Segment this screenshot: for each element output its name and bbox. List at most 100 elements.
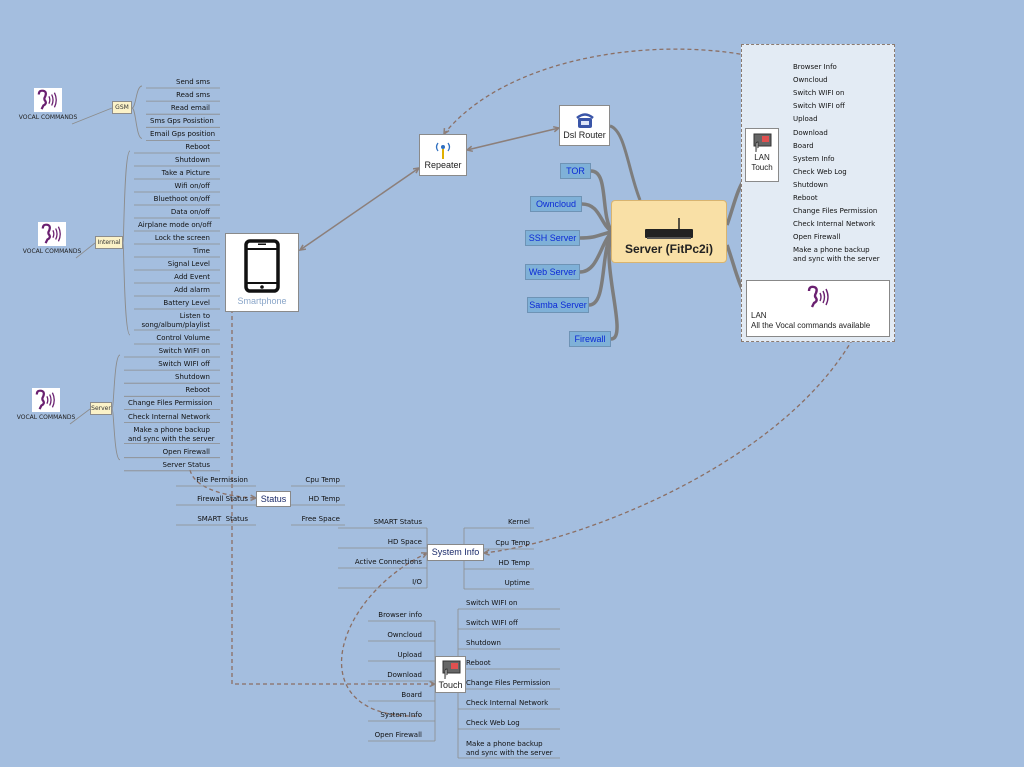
command-item[interactable]: Signal Level xyxy=(167,260,210,268)
lan-touch-item[interactable]: Switch WIFI on xyxy=(793,89,845,98)
lan-voice-node[interactable]: LAN All the Vocal commands available xyxy=(746,280,890,337)
command-item[interactable]: Battery Level xyxy=(163,299,210,307)
touch-node[interactable]: Touch xyxy=(435,656,466,693)
command-item[interactable]: Sms Gps Posistion xyxy=(150,117,214,126)
command-item[interactable]: Add Event xyxy=(174,273,210,281)
touch-item[interactable]: Make a phone backup and sync with the se… xyxy=(466,740,553,757)
status-item[interactable]: Cpu Temp xyxy=(305,476,340,484)
voice-command-icon xyxy=(807,285,829,308)
touch-item[interactable]: Browser info xyxy=(378,611,422,619)
service-tor[interactable]: TOR xyxy=(560,163,591,179)
lan-touch-item[interactable]: Make a phone backup and sync with the se… xyxy=(793,246,880,264)
command-item[interactable]: Reboot xyxy=(185,386,210,395)
command-item[interactable]: Make a phone backup and sync with the se… xyxy=(128,425,215,443)
category-tag-gsm[interactable]: GSM xyxy=(112,101,132,114)
status-item[interactable]: HD Temp xyxy=(308,495,340,503)
lan-touch-item[interactable]: Owncloud xyxy=(793,76,828,85)
touch-item[interactable]: Check Internal Network xyxy=(466,699,549,707)
command-item[interactable]: Switch WIFI off xyxy=(158,360,210,369)
service-ssh-server[interactable]: SSH Server xyxy=(525,230,580,246)
system-info-item[interactable]: SMART Status xyxy=(373,518,422,526)
system-info-item[interactable]: HD Space xyxy=(387,538,422,546)
voice-commands-server_cmds[interactable]: VOCAL COMMANDS xyxy=(6,388,86,421)
lan-touch-item[interactable]: Download xyxy=(793,128,828,137)
touch-item[interactable]: Download xyxy=(387,671,422,679)
command-item[interactable]: Switch WIFI on xyxy=(158,347,210,355)
command-item[interactable]: Airplane mode on/off xyxy=(138,221,212,229)
system-info-item[interactable]: I/O xyxy=(412,578,422,586)
command-item[interactable]: Check Internal Network xyxy=(128,412,211,421)
command-item[interactable]: Email Gps position xyxy=(150,130,216,139)
service-firewall[interactable]: Firewall xyxy=(569,331,611,347)
system-info-item[interactable]: Uptime xyxy=(504,579,530,587)
lan-touch-node[interactable]: LAN Touch xyxy=(745,128,779,182)
lan-touch-item[interactable]: Open Firewall xyxy=(793,233,841,242)
lan-touch-item[interactable]: System Info xyxy=(793,154,835,163)
service-owncloud[interactable]: Owncloud xyxy=(530,196,582,212)
lan-touch-item[interactable]: Switch WIFI off xyxy=(793,102,845,111)
lan-touch-item[interactable]: Check Web Log xyxy=(793,167,847,176)
command-item[interactable]: Add alarm xyxy=(174,286,210,294)
command-item[interactable]: Take a Picture xyxy=(161,169,210,177)
system-info-item[interactable]: Kernel xyxy=(508,518,530,526)
system-info-item[interactable]: Cpu Temp xyxy=(495,539,530,547)
touch-item[interactable]: System Info xyxy=(380,711,422,719)
command-item[interactable]: Listen to song/album/playlist xyxy=(141,312,210,329)
command-item[interactable]: Server Status xyxy=(162,460,211,469)
status-item[interactable]: SMART Status xyxy=(197,515,248,523)
smartphone-icon xyxy=(244,239,280,293)
service-web-server[interactable]: Web Server xyxy=(525,264,580,280)
dashed-link-touch-systeminfo xyxy=(340,552,428,717)
touch-item[interactable]: Reboot xyxy=(466,659,491,667)
voice-commands-gsm[interactable]: VOCAL COMMANDS xyxy=(8,88,88,121)
lan-touch-item[interactable]: Browser Info xyxy=(793,63,837,71)
command-item[interactable]: Change Files Permission xyxy=(128,399,213,408)
smartphone-label: Smartphone xyxy=(237,296,287,306)
touch-item[interactable]: Shutdown xyxy=(466,639,501,647)
category-tag-internal[interactable]: Internal xyxy=(95,236,123,249)
touch-item[interactable]: Open Firewall xyxy=(374,731,422,739)
server-node[interactable]: Server (FitPc2i) xyxy=(611,200,727,263)
command-item[interactable]: Open Firewall xyxy=(162,447,210,456)
command-item[interactable]: Wifi on/off xyxy=(174,182,210,190)
command-item[interactable]: Lock the screen xyxy=(154,234,210,242)
touch-item[interactable]: Check Web Log xyxy=(466,719,520,727)
touch-item[interactable]: Change Files Permission xyxy=(466,679,551,687)
touch-item[interactable]: Board xyxy=(401,691,422,699)
touch-item[interactable]: Switch WIFI off xyxy=(466,619,518,627)
command-item[interactable]: Send sms xyxy=(176,78,210,86)
lan-touch-item[interactable]: Upload xyxy=(793,115,818,124)
voice-command-icon xyxy=(41,223,61,244)
category-tag-server_cmds[interactable]: Server xyxy=(90,402,112,415)
lan-touch-item[interactable]: Change Files Permission xyxy=(793,207,878,216)
smartphone-node[interactable]: Smartphone xyxy=(225,233,299,312)
status-item[interactable]: File Permission xyxy=(196,476,248,484)
command-item[interactable]: Reboot xyxy=(185,143,210,151)
lan-touch-item[interactable]: Check Internal Network xyxy=(793,220,876,229)
status-item[interactable]: Firewall Status xyxy=(197,495,248,503)
command-item[interactable]: Read email xyxy=(170,104,210,113)
touch-item[interactable]: Owncloud xyxy=(387,631,422,639)
command-item[interactable]: Control Volume xyxy=(156,334,210,342)
touch-item[interactable]: Upload xyxy=(397,651,422,659)
dsl-router-node[interactable]: Dsl Router xyxy=(559,105,610,146)
lan-touch-item[interactable]: Reboot xyxy=(793,194,818,202)
command-item[interactable]: Bluethoot on/off xyxy=(153,195,210,203)
command-item[interactable]: Time xyxy=(192,247,210,255)
command-item[interactable]: Read sms xyxy=(176,91,210,100)
lan-touch-label: LAN Touch xyxy=(751,153,773,172)
lan-touch-item[interactable]: Board xyxy=(793,141,814,150)
lan-touch-item[interactable]: Shutdown xyxy=(793,180,828,189)
service-samba-server[interactable]: Samba Server xyxy=(527,297,589,313)
status-node[interactable]: Status xyxy=(256,491,291,507)
command-item[interactable]: Data on/off xyxy=(170,208,210,216)
status-item[interactable]: Free Space xyxy=(301,515,340,523)
voice-commands-internal[interactable]: VOCAL COMMANDS xyxy=(12,222,92,255)
system-info-item[interactable]: HD Temp xyxy=(498,559,530,567)
command-item[interactable]: Shutdown xyxy=(175,373,210,382)
system-info-item[interactable]: Active Connections xyxy=(354,558,422,566)
touch-item[interactable]: Switch WIFI on xyxy=(466,599,518,607)
system-info-node[interactable]: System Info xyxy=(427,544,484,561)
repeater-node[interactable]: Repeater xyxy=(419,134,467,176)
command-item[interactable]: Shutdown xyxy=(175,156,210,164)
